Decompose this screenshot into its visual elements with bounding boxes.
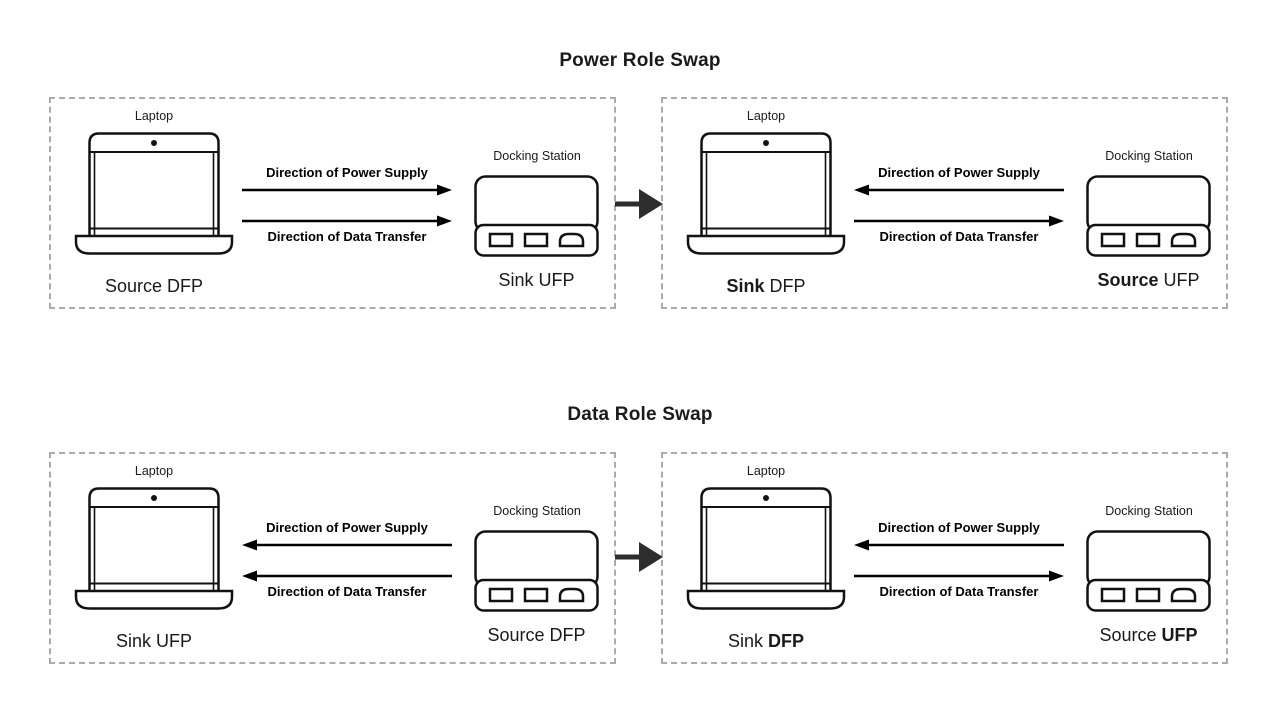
- role-swap-transition-arrow-icon: [615, 541, 663, 573]
- power-arrow-label: Direction of Power Supply: [266, 165, 428, 180]
- section-title-data-role-swap: Data Role Swap: [567, 404, 713, 425]
- docking-station-caption: Docking Station: [493, 504, 581, 518]
- laptop-role-label: Sink DFP: [727, 631, 805, 651]
- power-arrow-label: Direction of Power Supply: [878, 165, 1040, 180]
- laptop-icon: [74, 487, 234, 610]
- panel-power-swap-before: Laptop Source DFP Direction of Power Sup…: [49, 97, 616, 309]
- data-arrow-label: Direction of Data Transfer: [879, 229, 1039, 244]
- laptop-caption: Laptop: [746, 109, 786, 123]
- laptop-caption: Laptop: [134, 109, 174, 123]
- laptop-icon: [686, 132, 846, 255]
- power-supply-arrow-icon: [854, 539, 1064, 551]
- role-swap-transition-arrow-icon: [615, 188, 663, 220]
- laptop-role-label: Sink DFP: [726, 276, 806, 296]
- power-supply-arrow-icon: [242, 539, 452, 551]
- power-arrow-label: Direction of Power Supply: [266, 520, 428, 535]
- data-arrow-label: Direction of Data Transfer: [879, 584, 1039, 599]
- data-transfer-arrow-icon: [242, 215, 452, 227]
- panel-data-swap-after: Laptop Sink DFP Direction of Power Suppl…: [661, 452, 1228, 664]
- docking-station-caption: Docking Station: [1105, 149, 1193, 163]
- data-arrow-label: Direction of Data Transfer: [267, 584, 427, 599]
- power-supply-arrow-icon: [854, 184, 1064, 196]
- panel-data-swap-before: Laptop Sink UFP Direction of Power Suppl…: [49, 452, 616, 664]
- dock-role-label: Sink UFP: [498, 270, 575, 290]
- laptop-caption: Laptop: [746, 464, 786, 478]
- panel-power-swap-after: Laptop Sink DFP Direction of Power Suppl…: [661, 97, 1228, 309]
- dock-role-label: Source DFP: [487, 625, 586, 645]
- docking-station-caption: Docking Station: [493, 149, 581, 163]
- docking-station-icon: [1086, 530, 1211, 612]
- laptop-role-label: Source DFP: [104, 276, 204, 296]
- docking-station-icon: [474, 530, 599, 612]
- data-transfer-arrow-icon: [242, 570, 452, 582]
- section-title-power-role-swap: Power Role Swap: [559, 50, 721, 71]
- docking-station-icon: [474, 175, 599, 257]
- data-transfer-arrow-icon: [854, 215, 1064, 227]
- docking-station-icon: [1086, 175, 1211, 257]
- power-arrow-label: Direction of Power Supply: [878, 520, 1040, 535]
- data-arrow-label: Direction of Data Transfer: [267, 229, 427, 244]
- dock-role-label: Source UFP: [1099, 625, 1198, 645]
- laptop-icon: [686, 487, 846, 610]
- laptop-icon: [74, 132, 234, 255]
- dock-role-label: Source UFP: [1097, 270, 1200, 290]
- laptop-caption: Laptop: [134, 464, 174, 478]
- data-transfer-arrow-icon: [854, 570, 1064, 582]
- laptop-role-label: Sink UFP: [115, 631, 193, 651]
- docking-station-caption: Docking Station: [1105, 504, 1193, 518]
- power-supply-arrow-icon: [242, 184, 452, 196]
